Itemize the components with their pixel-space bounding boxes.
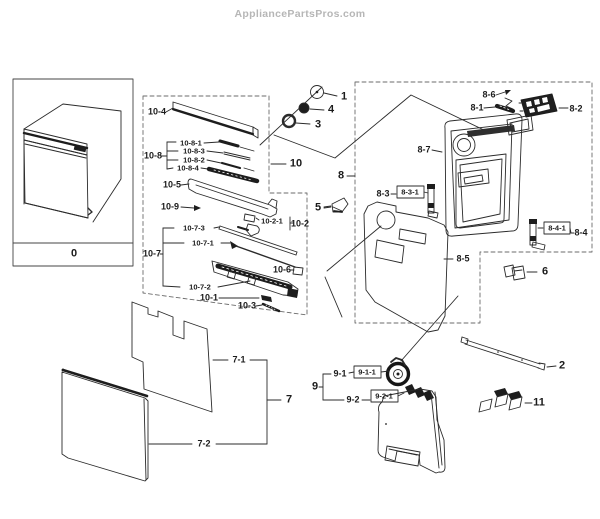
part-8-7-door	[346, 113, 534, 237]
part-label-7-2: 7-2	[197, 438, 211, 449]
part-8-4-bracket	[529, 219, 575, 251]
hinge-pin-parts	[259, 85, 487, 159]
part-10-9-screw	[180, 205, 201, 211]
part-label-9-2-1: 9-2-1	[375, 391, 393, 401]
part-10-7-assembly	[159, 225, 304, 313]
part-label-0: 0	[70, 247, 78, 260]
part-label-3: 3	[314, 118, 322, 131]
part-label-10-7-2: 10-7-2	[189, 282, 211, 292]
part-label-10-7: 10-7	[142, 248, 162, 259]
part-label-10-3: 10-3	[237, 300, 257, 311]
part-11-brackets	[478, 388, 533, 413]
part-8-5-panel	[324, 201, 454, 333]
part-7-panels	[61, 301, 282, 482]
group-10-dashed-box	[142, 95, 308, 316]
part-label-8-3: 8-3	[376, 188, 390, 199]
part-label-9-1-1: 9-1-1	[358, 367, 376, 377]
part-label-7: 7	[285, 393, 293, 406]
part-label-8-4: 8-4	[574, 227, 588, 238]
part-label-8-4-1: 8-4-1	[548, 223, 566, 233]
part-8-1-roller	[483, 103, 516, 114]
group-8-dashed-box	[354, 81, 593, 324]
part-label-8: 8	[337, 169, 345, 182]
part-label-8-6: 8-6	[482, 89, 496, 100]
part-label-7-1: 7-1	[232, 354, 246, 365]
leader-lines	[270, 163, 332, 208]
watermark-text: AppliancePartsPros.com	[234, 8, 366, 20]
part-label-10-1: 10-1	[199, 292, 219, 303]
part-label-11: 11	[533, 396, 545, 409]
part-2-rail	[460, 336, 557, 371]
part-10-5-rail	[180, 178, 278, 218]
part-label-10-4: 10-4	[147, 106, 167, 117]
part-label-10-2: 10-2	[290, 218, 310, 229]
part-10-4-rail	[165, 101, 259, 139]
part-8-3-bracket	[390, 184, 439, 219]
part-label-10-7-1: 10-7-1	[192, 238, 214, 248]
overview-box	[12, 78, 134, 267]
part-label-2: 2	[558, 359, 566, 372]
part-label-1: 1	[340, 90, 348, 103]
part-label-8-1: 8-1	[470, 102, 484, 113]
part-label-10-2-1: 10-2-1	[261, 216, 283, 226]
part-5-wedge	[323, 197, 349, 213]
part-label-10: 10	[289, 157, 303, 170]
part-label-10-8-4: 10-8-4	[177, 163, 199, 173]
part-10-8-screws	[160, 139, 260, 184]
part-label-10-8-3: 10-8-3	[183, 146, 205, 156]
part-label-10-8-2: 10-8-2	[183, 155, 205, 165]
part-label-8-7: 8-7	[417, 144, 431, 155]
part-label-8-2: 8-2	[569, 103, 583, 114]
part-label-10-9: 10-9	[160, 201, 180, 212]
part-6-connector	[503, 264, 538, 281]
part-label-10-6: 10-6	[272, 264, 292, 275]
part-10-2-clips	[237, 213, 294, 237]
part-label-10-8-1: 10-8-1	[180, 138, 202, 148]
part-label-9-2: 9-2	[346, 394, 360, 405]
part-label-10-8: 10-8	[143, 150, 163, 161]
part-label-4: 4	[327, 103, 335, 116]
part-label-9-1: 9-1	[333, 368, 347, 379]
part-8-6-clip	[495, 90, 514, 110]
part-label-10-5: 10-5	[162, 179, 182, 190]
part-label-9: 9	[311, 380, 319, 393]
part-label-6: 6	[541, 265, 549, 278]
part-label-10-7-3: 10-7-3	[183, 223, 205, 233]
part-label-8-3-1: 8-3-1	[401, 187, 419, 197]
part-label-5: 5	[314, 201, 322, 214]
part-label-8-5: 8-5	[456, 253, 470, 264]
part-9-assembly	[318, 295, 459, 474]
part-8-2-control-panel	[518, 93, 569, 118]
